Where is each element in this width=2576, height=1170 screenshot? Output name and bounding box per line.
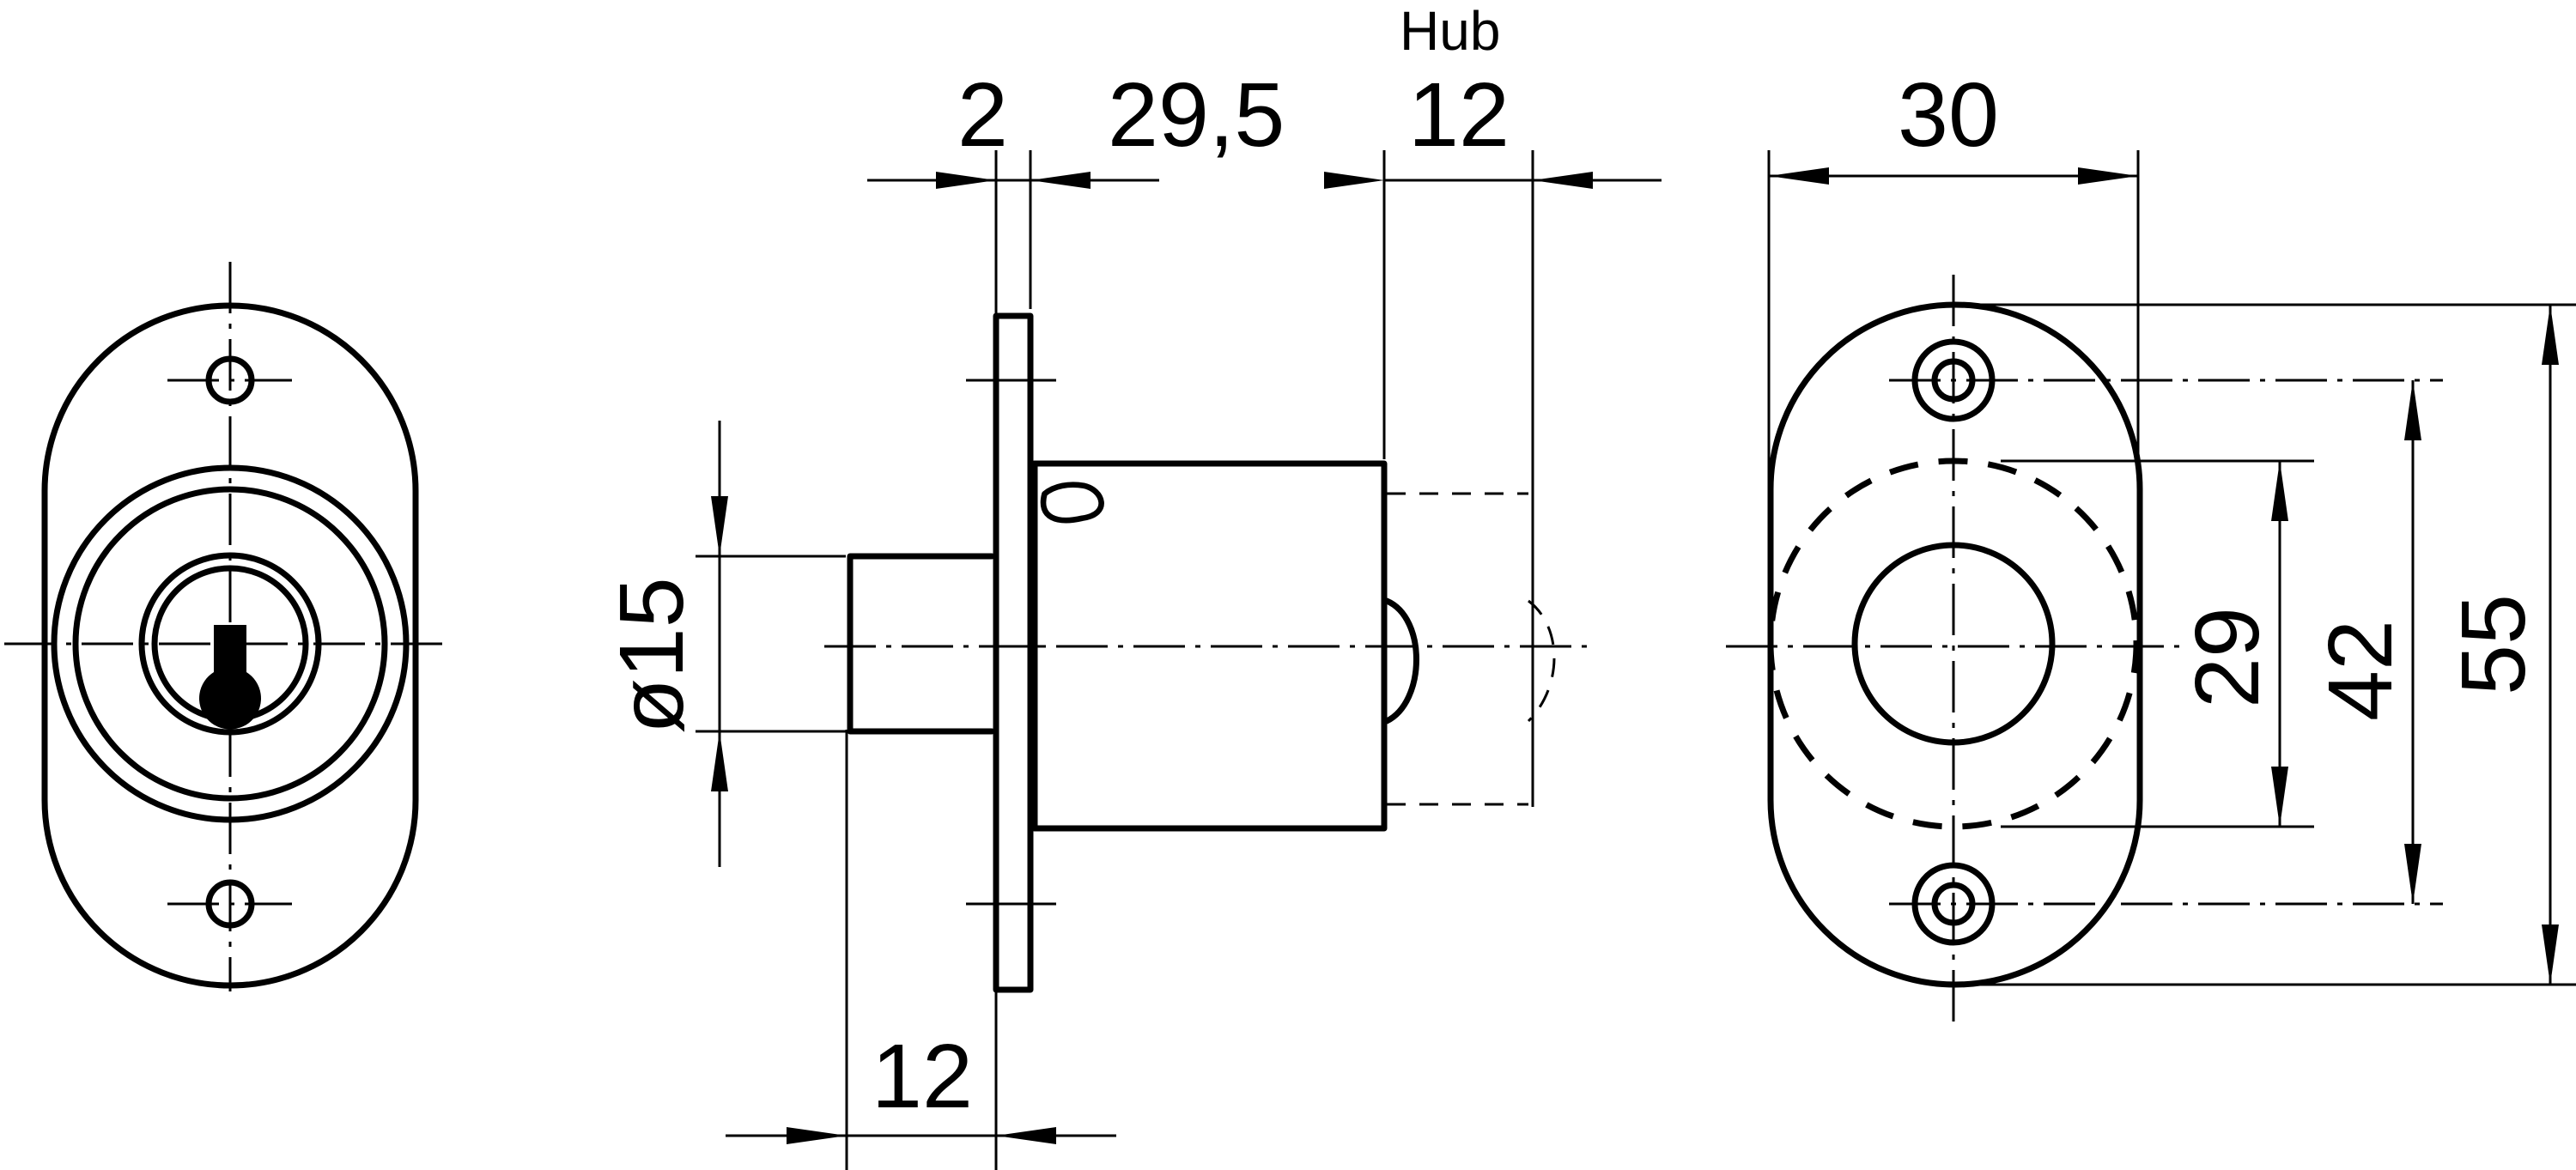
rear-view <box>1726 275 2443 1030</box>
dim-30-arrow-left <box>1769 167 1829 185</box>
dimension-labels: Hub 2 29,5 12 30 ø15 12 29 42 55 <box>601 0 2544 1127</box>
dim-hub-arrow <box>1533 172 1593 189</box>
rear-bore <box>1851 542 2056 746</box>
dim-42-arrow-bottom <box>2404 844 2421 904</box>
side-dimension-lines <box>696 150 1662 1170</box>
rear-dimension-lines <box>1767 150 2576 986</box>
label-dim-29: 29 <box>2177 607 2278 708</box>
label-hub: Hub <box>1400 0 1500 62</box>
dim-30-arrow-right <box>2078 167 2138 185</box>
dim-29-arrow-bottom <box>2271 767 2288 827</box>
side-bolt-head <box>1383 597 1419 724</box>
dim-42-arrow-top <box>2404 380 2421 440</box>
label-dim-55: 55 <box>2443 594 2544 695</box>
label-dim-12-bottom: 12 <box>872 1026 973 1127</box>
side-cylinder-front <box>847 553 995 735</box>
label-dim-15: ø15 <box>601 577 702 734</box>
side-keyway-mark <box>1040 482 1104 524</box>
label-dim-12-top: 12 <box>1408 64 1510 166</box>
dim-29-5-arrow-right <box>1324 172 1384 189</box>
label-dim-30: 30 <box>1898 64 1999 166</box>
front-view <box>4 262 451 991</box>
dim-dia15-arrow-bottom <box>711 731 728 791</box>
side-view <box>824 312 1589 993</box>
dim-12-bottom-arrow-right <box>996 1127 1056 1144</box>
dim-2-arrow-left <box>936 172 996 189</box>
label-dim-42: 42 <box>2310 620 2411 721</box>
dim-55-arrow-top <box>2542 305 2559 365</box>
front-inner-ring <box>72 486 388 802</box>
dim-dia15-arrow-top <box>711 496 728 556</box>
dim-29-arrow-top <box>2271 461 2288 521</box>
dim-55-arrow-bottom <box>2542 924 2559 985</box>
label-dim-2: 2 <box>957 64 1008 166</box>
label-dim-29-5: 29,5 <box>1108 64 1285 166</box>
side-bolt-extended <box>1527 599 1556 723</box>
dim-2-arrow-right <box>1030 172 1091 189</box>
side-escutcheon-plate <box>993 312 1034 993</box>
dim-12-bottom-arrow-left <box>787 1127 847 1144</box>
